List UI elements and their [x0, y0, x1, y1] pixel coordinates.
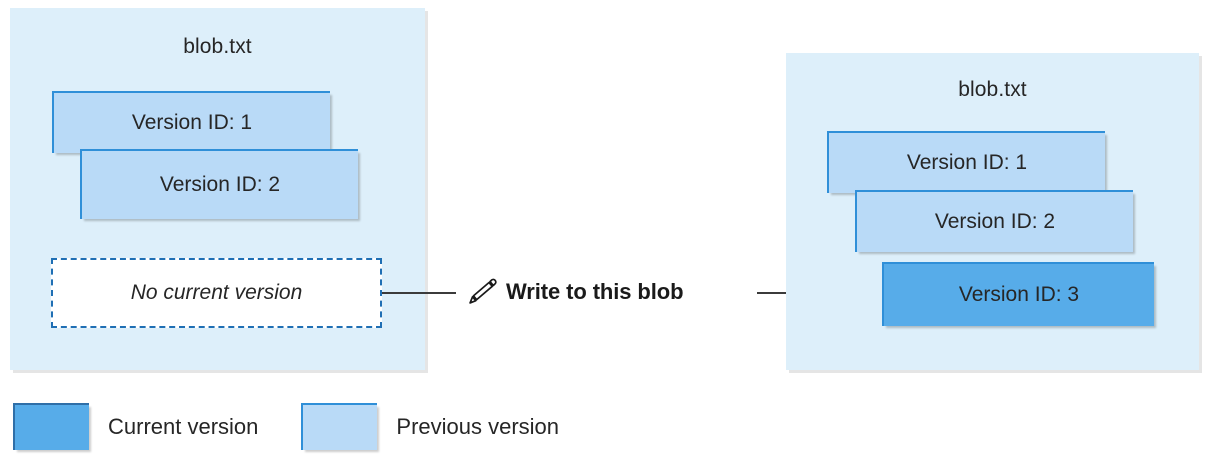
left-blob-name: blob.txt — [183, 35, 252, 58]
left-version-label-1: Version ID: 1 — [131, 111, 253, 134]
right-blob-name: blob.txt — [958, 78, 1027, 101]
right-version-box-1: Version ID: 1 — [827, 131, 1105, 193]
left-version-box-1: Version ID: 1 — [52, 91, 330, 153]
legend-item-current: Current version — [13, 403, 258, 450]
right-version-label-3: Version ID: 3 — [958, 283, 1080, 306]
left-no-current-version-box: No current version — [51, 258, 382, 328]
left-version-box-2: Version ID: 2 — [80, 149, 358, 219]
left-no-current-version-label: No current version — [130, 281, 303, 304]
write-action-label: Write to this blob — [506, 278, 684, 304]
legend-item-previous: Previous version — [301, 403, 559, 450]
pencil-icon — [468, 277, 497, 306]
legend-label-previous: Previous version — [396, 413, 560, 439]
legend: Current version Previous version — [13, 403, 559, 450]
right-version-label-2: Version ID: 2 — [934, 210, 1056, 233]
connector-line-left — [382, 292, 456, 294]
legend-label-current: Current version — [108, 413, 259, 439]
right-version-box-3-current: Version ID: 3 — [882, 262, 1154, 326]
legend-swatch-current — [13, 403, 89, 450]
right-version-box-2: Version ID: 2 — [855, 190, 1133, 252]
legend-swatch-previous — [301, 403, 378, 450]
write-action: Write to this blob — [468, 277, 684, 306]
right-version-label-1: Version ID: 1 — [906, 151, 1028, 174]
left-version-label-2: Version ID: 2 — [159, 173, 281, 196]
